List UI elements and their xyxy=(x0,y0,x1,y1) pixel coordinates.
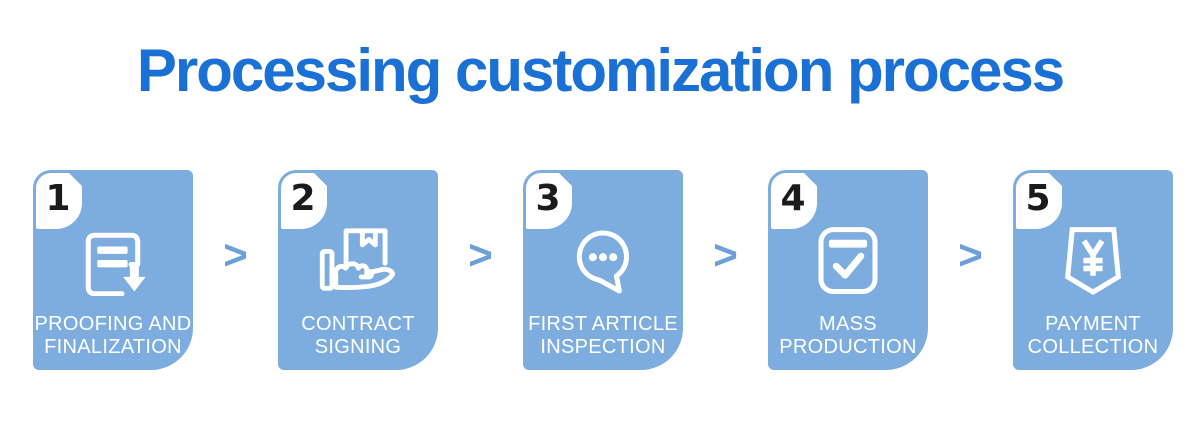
step-label: PAYMENT COLLECTION xyxy=(1013,313,1173,359)
steps-row: 1 PROOFING AND FINALIZATION > 2 xyxy=(0,170,1200,370)
step-label-line1: CONTRACT xyxy=(301,313,415,335)
step-number-tab: 5 xyxy=(1016,173,1062,229)
corner-fold xyxy=(804,173,817,186)
step-card-contract: 2 CONTRACT SIGNING xyxy=(278,170,438,370)
chevron-separator-icon: > xyxy=(468,231,493,278)
step-number-tab: 3 xyxy=(526,173,572,229)
step-label: MASS PRODUCTION xyxy=(768,313,928,359)
step-number: 5 xyxy=(1025,177,1051,219)
step-number: 1 xyxy=(45,177,71,219)
step-number-tab: 4 xyxy=(771,173,817,229)
step-label-line2: FINALIZATION xyxy=(44,336,182,358)
step-label: CONTRACT SIGNING xyxy=(278,313,438,359)
production-check-icon xyxy=(768,224,928,296)
page-title: Processing customization process xyxy=(136,37,1065,104)
step-label-line2: PRODUCTION xyxy=(779,336,917,358)
step-card-inspection: 3 FIRST ARTICLE INSPECTION xyxy=(523,170,683,370)
step-label-line1: FIRST ARTICLE xyxy=(528,313,678,335)
step-card-payment: 5 PAYMENT COLLECTION xyxy=(1013,170,1173,370)
step-card-proofing: 1 PROOFING AND FINALIZATION xyxy=(33,170,193,370)
step-label: FIRST ARTICLE INSPECTION xyxy=(523,313,683,359)
payment-banner-icon xyxy=(1013,224,1173,296)
document-download-icon xyxy=(33,224,193,296)
step-number-tab: 2 xyxy=(281,173,327,229)
corner-fold xyxy=(559,173,572,186)
step-number: 4 xyxy=(780,177,806,219)
corner-fold xyxy=(314,173,327,186)
step-label-line2: COLLECTION xyxy=(1027,336,1159,358)
step-card-production: 4 MASS PRODUCTION xyxy=(768,170,928,370)
step-label-line1: PAYMENT xyxy=(1045,313,1141,335)
chevron-separator-icon: > xyxy=(223,231,248,278)
step-label: PROOFING AND FINALIZATION xyxy=(33,313,193,359)
step-label-line2: INSPECTION xyxy=(540,336,666,358)
step-number: 2 xyxy=(290,177,316,219)
hand-holding-box-icon xyxy=(278,224,438,294)
corner-fold xyxy=(69,173,82,186)
corner-fold xyxy=(1049,173,1062,186)
chat-bubble-icon xyxy=(523,224,683,296)
step-label-line1: PROOFING AND xyxy=(34,313,192,335)
chevron-separator-icon: > xyxy=(958,231,983,278)
step-number: 3 xyxy=(535,177,561,219)
chevron-separator-icon: > xyxy=(713,231,738,278)
step-number-tab: 1 xyxy=(36,173,82,229)
step-label-line1: MASS xyxy=(819,313,877,335)
step-label-line2: SIGNING xyxy=(314,336,402,358)
